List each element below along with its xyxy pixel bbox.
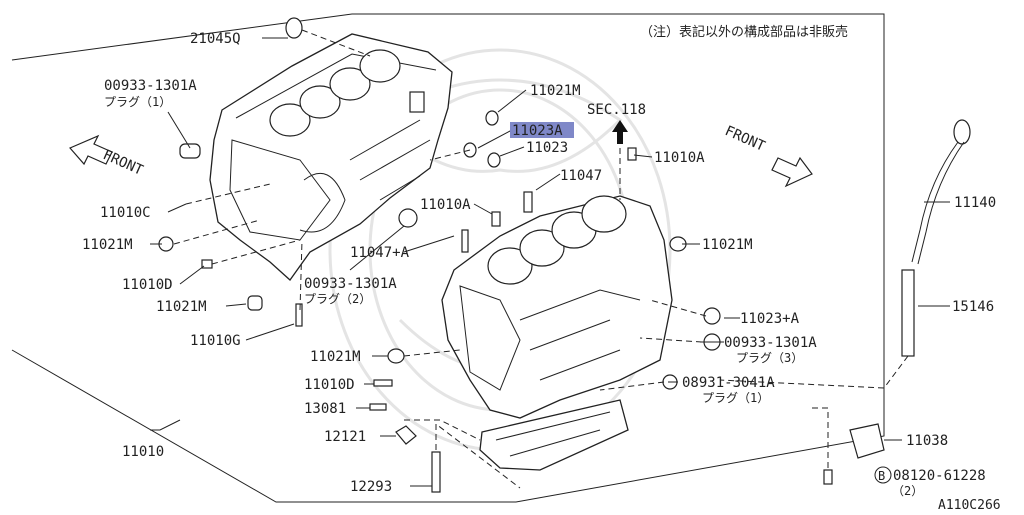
dipstick-drawing bbox=[901, 119, 971, 357]
part-label-11021m-a[interactable]: 11021M bbox=[530, 83, 581, 99]
left-cylinder-block bbox=[209, 33, 453, 281]
part-label-08120[interactable]: 08120-61228 bbox=[893, 468, 986, 484]
bolt-ref-badge: B bbox=[874, 466, 892, 484]
part-label-15146[interactable]: 15146 bbox=[952, 299, 994, 315]
right-cylinder-block bbox=[441, 195, 673, 471]
part-sublabel-plug-1b: プラグ（1） bbox=[702, 391, 769, 405]
sec-arrow bbox=[612, 120, 628, 144]
part-label-11010a-right[interactable]: 11010A bbox=[654, 150, 705, 166]
part-label-00933-1[interactable]: 00933-1301A bbox=[104, 78, 197, 94]
part-label-11010d-a[interactable]: 11010D bbox=[122, 277, 173, 293]
part-sublabel-plug-2: プラグ（2） bbox=[304, 292, 371, 306]
part-label-11038[interactable]: 11038 bbox=[906, 433, 948, 449]
part-sublabel-plug-3: プラグ（3） bbox=[736, 351, 803, 365]
part-label-12121[interactable]: 12121 bbox=[324, 429, 366, 445]
part-label-13081[interactable]: 13081 bbox=[304, 401, 346, 417]
part-label-11021m-c[interactable]: 11021M bbox=[702, 237, 753, 253]
leader-lines bbox=[150, 29, 950, 489]
front-arrow-left bbox=[69, 134, 113, 166]
frame-outline bbox=[11, 13, 885, 503]
part-label-11010a-mid[interactable]: 11010A bbox=[420, 197, 471, 213]
part-label-12293[interactable]: 12293 bbox=[350, 479, 392, 495]
part-highlight bbox=[510, 122, 574, 138]
part-label-11021m-d[interactable]: 11021M bbox=[156, 299, 207, 315]
part-label-00933-3[interactable]: 00933-1301A bbox=[724, 335, 817, 351]
bolt-ref-mark: B bbox=[878, 469, 885, 483]
part-label-11021m-e[interactable]: 11021M bbox=[310, 349, 361, 365]
part-label-11010c[interactable]: 11010C bbox=[100, 205, 151, 221]
front-label-left: FRONT bbox=[100, 147, 146, 179]
note-text: （注）表記以外の構成部品は非販売 bbox=[640, 24, 848, 40]
part-label-11023[interactable]: 11023 bbox=[526, 140, 568, 156]
part-label-11010g[interactable]: 11010G bbox=[190, 333, 241, 349]
part-label-11010[interactable]: 11010 bbox=[122, 444, 164, 460]
part-label-08931[interactable]: 08931-3041A bbox=[682, 375, 775, 391]
front-arrow-right bbox=[771, 156, 813, 188]
part-qty-08120: （2） bbox=[892, 484, 923, 498]
part-label-21045q[interactable]: 21045Q bbox=[190, 31, 241, 47]
sec-ref-link[interactable]: SEC.118 bbox=[587, 102, 646, 118]
part-label-11023-a[interactable]: 11023+A bbox=[740, 311, 800, 327]
part-sublabel-plug-1: プラグ（1） bbox=[104, 95, 171, 109]
part-label-11047[interactable]: 11047 bbox=[560, 168, 602, 184]
part-label-00933-2[interactable]: 00933-1301A bbox=[304, 276, 397, 292]
part-label-11023a[interactable]: 11023A bbox=[512, 123, 563, 139]
part-label-11047-a[interactable]: 11047+A bbox=[350, 245, 410, 261]
part-label-11021m-b[interactable]: 11021M bbox=[82, 237, 133, 253]
part-label-11010d-b[interactable]: 11010D bbox=[304, 377, 355, 393]
front-label-right: FRONT bbox=[722, 123, 768, 155]
part-label-11140[interactable]: 11140 bbox=[954, 195, 996, 211]
diagram-code: A110C266 bbox=[938, 498, 1001, 511]
